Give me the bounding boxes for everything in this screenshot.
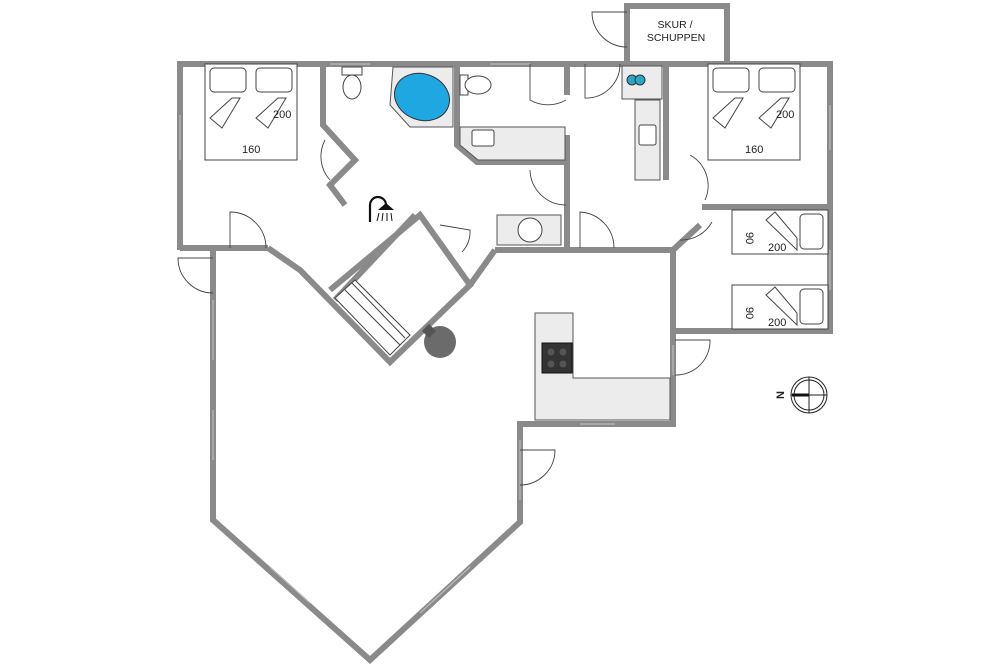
bed-width-label: 160	[242, 144, 260, 156]
kitchen-counter	[534, 312, 671, 421]
double-bed-1: 200 160	[204, 63, 298, 161]
double-bed-2: 200 160	[707, 63, 801, 161]
door	[529, 64, 567, 106]
bed-length-label: 200	[768, 242, 786, 254]
door	[529, 169, 567, 206]
door	[579, 211, 615, 249]
door	[229, 211, 267, 249]
shed-label: SKUR /	[657, 19, 692, 31]
stove-icon	[541, 342, 573, 374]
toilets	[341, 66, 492, 100]
door	[689, 154, 709, 201]
door	[439, 224, 471, 253]
door	[674, 339, 711, 376]
door	[679, 221, 713, 241]
shed-label: SCHUPPEN	[647, 32, 705, 44]
door	[519, 449, 556, 486]
bed-length-label: 200	[776, 109, 794, 121]
compass-icon: N	[775, 376, 828, 414]
bathtub	[389, 66, 454, 128]
windows	[179, 63, 831, 614]
staircase	[334, 279, 456, 358]
bed-width-label: 90	[743, 307, 755, 319]
bed-width-label: 160	[745, 144, 763, 156]
compass-north-label: N	[775, 391, 787, 399]
sinks	[459, 65, 663, 246]
door	[320, 139, 331, 181]
single-bed-2: 90 200	[731, 284, 829, 330]
bed-width-label: 90	[743, 232, 755, 244]
walls	[177, 3, 833, 665]
shower-icon	[368, 195, 394, 222]
bed-length-label: 200	[273, 109, 291, 121]
door	[584, 63, 621, 99]
single-bed-1: 90 200	[731, 209, 829, 255]
door	[177, 257, 214, 294]
door	[591, 11, 628, 48]
bed-length-label: 200	[768, 317, 786, 329]
doors	[177, 11, 713, 486]
